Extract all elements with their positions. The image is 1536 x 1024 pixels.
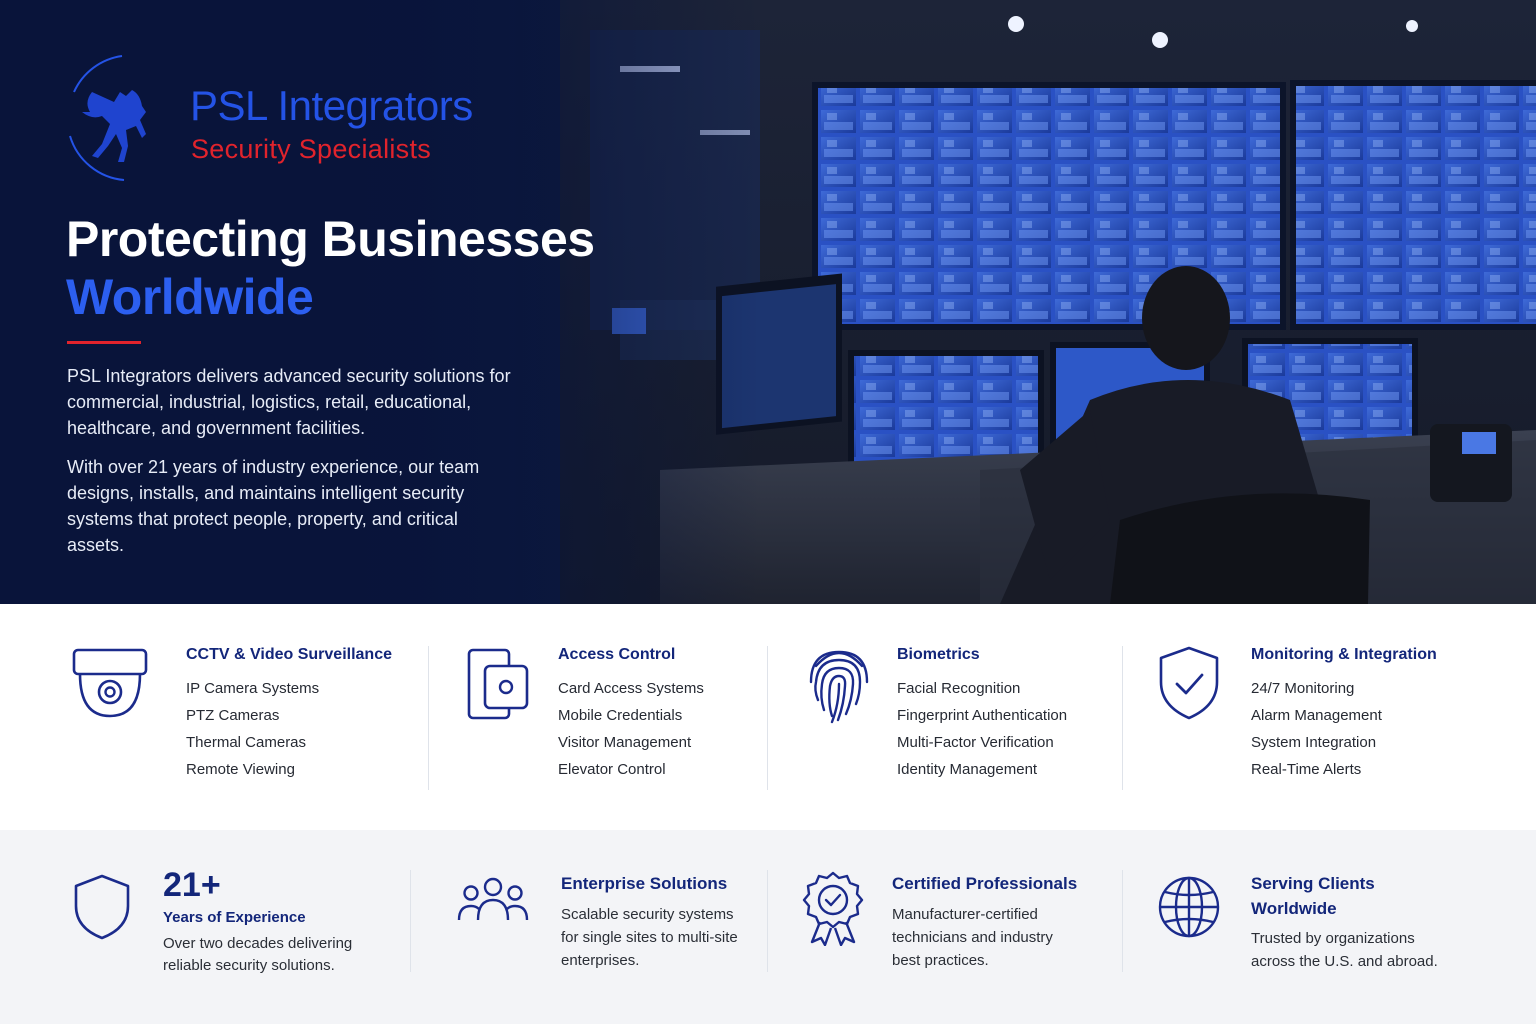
list-item: Facial Recognition (897, 680, 1021, 697)
worldwide-text-line: across the U.S. and abroad. (1251, 953, 1438, 970)
certified-text-line: technicians and industry (892, 929, 1053, 946)
service-cctv: CCTV & Video Surveillance IP Camera Syst… (0, 604, 428, 830)
list-item: Fingerprint Authentication (897, 707, 1068, 724)
experience-text-line: Over two decades delivering (163, 935, 353, 952)
hero-headline-highlight: Worldwide (66, 269, 314, 325)
list-item: Real-Time Alerts (1251, 761, 1362, 778)
list-item: System Integration (1251, 734, 1377, 751)
hero-headline: Protecting Businesses (66, 211, 595, 267)
globe-icon (1158, 876, 1220, 938)
brand-name: PSL Integrators (190, 82, 473, 129)
list-item: Card Access Systems (558, 680, 704, 697)
list-item: PTZ Cameras (186, 707, 280, 724)
experience-label: Years of Experience (163, 909, 306, 926)
enterprise-title: Enterprise Solutions (561, 874, 728, 893)
column-divider (1122, 870, 1123, 972)
list-item: Thermal Cameras (186, 734, 307, 751)
enterprise-text-line: enterprises. (561, 952, 640, 969)
headline-divider (67, 341, 141, 344)
service-title: Monitoring & Integration (1251, 646, 1437, 663)
column-divider (410, 870, 411, 972)
list-item: Visitor Management (558, 734, 692, 751)
column-divider (767, 646, 768, 790)
column-divider (428, 646, 429, 790)
list-item: Elevator Control (558, 761, 666, 778)
list-item: Identity Management (897, 761, 1038, 778)
brand-tagline: Security Specialists (191, 134, 432, 164)
list-item: Mobile Credentials (558, 707, 683, 724)
worldwide-title: Serving Clients (1251, 874, 1375, 893)
hero-section: PSL Integrators Security Specialists Pro… (0, 0, 1536, 604)
worldwide-title: Worldwide (1251, 899, 1337, 918)
column-divider (1122, 646, 1123, 790)
people-group-icon (457, 877, 529, 921)
service-list: Card Access Systems Mobile Credentials V… (558, 680, 704, 788)
dome-camera-icon (72, 648, 148, 718)
certified-text-line: Manufacturer-certified (892, 906, 1038, 923)
column-divider (767, 870, 768, 972)
service-monitoring: Monitoring & Integration 24/7 Monitoring… (1123, 604, 1536, 830)
list-item: Alarm Management (1251, 707, 1382, 724)
service-title: Access Control (558, 646, 676, 663)
hero-intro-paragraph: PSL Integrators delivers advanced securi… (67, 366, 511, 438)
hero-experience-paragraph: With over 21 years of industry experienc… (67, 457, 480, 555)
list-item: Remote Viewing (186, 761, 295, 778)
access-card-icon (467, 648, 529, 720)
list-item: 24/7 Monitoring (1251, 680, 1355, 697)
certified-title: Certified Professionals (892, 874, 1078, 893)
service-list: 24/7 Monitoring Alarm Management System … (1251, 680, 1382, 788)
service-title: CCTV & Video Surveillance (186, 646, 392, 663)
worldwide-text-line: Trusted by organizations (1251, 930, 1415, 947)
service-biometrics: Biometrics Facial Recognition Fingerprin… (768, 604, 1122, 830)
fingerprint-icon (809, 650, 869, 724)
service-list: Facial Recognition Fingerprint Authentic… (897, 680, 1067, 788)
pegasus-logo-icon (69, 55, 146, 181)
service-access-control: Access Control Card Access Systems Mobil… (429, 604, 767, 830)
certified-text-line: best practices. (892, 952, 989, 969)
services-section: CCTV & Video Surveillance IP Camera Syst… (0, 604, 1536, 830)
list-item: IP Camera Systems (186, 680, 320, 697)
experience-text-line: reliable security solutions. (163, 957, 335, 974)
shield-icon (74, 874, 130, 940)
shield-check-icon (1159, 646, 1219, 720)
service-list: IP Camera Systems PTZ Cameras Thermal Ca… (186, 680, 319, 788)
enterprise-text-line: Scalable security systems (561, 906, 734, 923)
service-title: Biometrics (897, 646, 980, 663)
enterprise-text-line: for single sites to multi-site (561, 929, 738, 946)
experience-years: 21+ (163, 866, 221, 904)
list-item: Multi-Factor Verification (897, 734, 1054, 751)
certified-badge-icon (802, 871, 864, 946)
stats-section: 21+ Years of Experience Over two decades… (0, 830, 1536, 1024)
